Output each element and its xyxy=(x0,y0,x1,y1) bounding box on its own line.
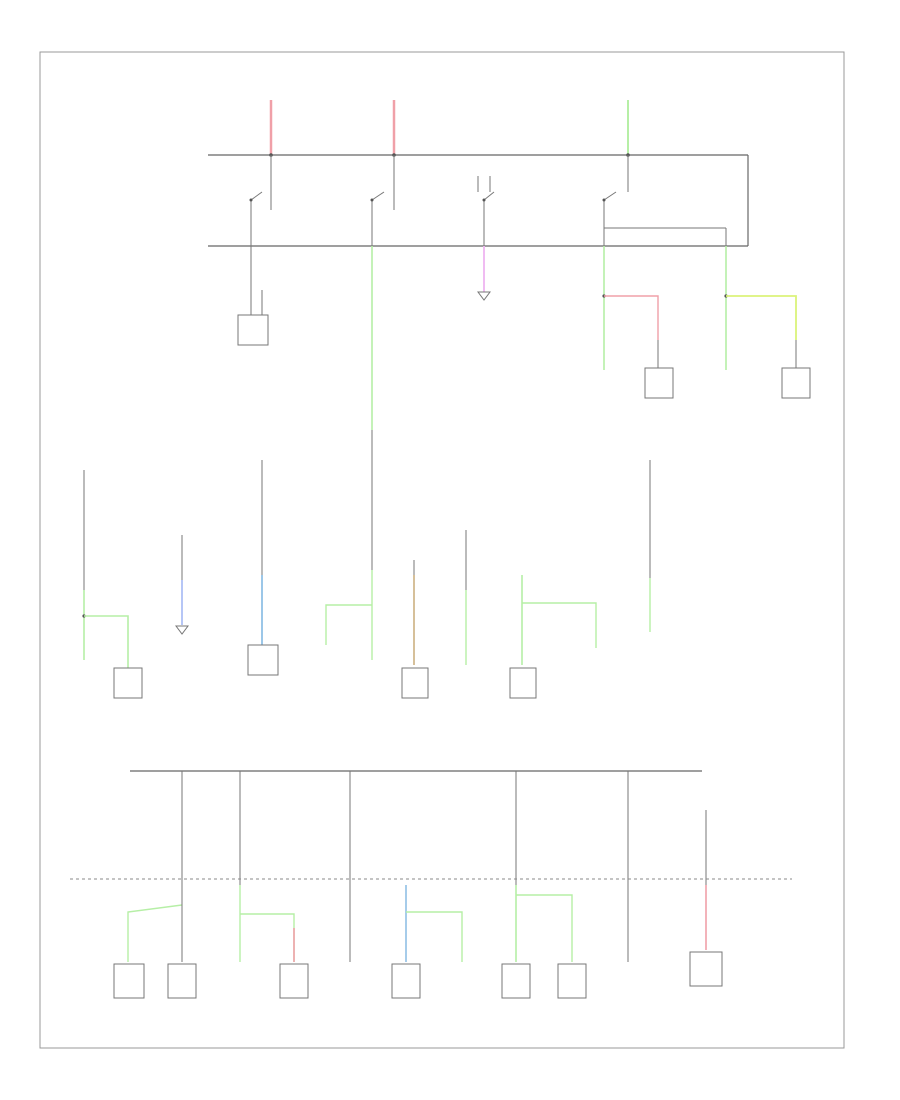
ignition-switch-bus xyxy=(208,153,749,247)
component-box xyxy=(781,367,811,399)
component-box xyxy=(247,644,279,676)
bottom-load-branches xyxy=(113,885,723,999)
component-box xyxy=(391,963,421,999)
middle-load-branches xyxy=(82,460,651,699)
lower-power-bus xyxy=(70,770,792,885)
component-box xyxy=(557,963,587,999)
component-box xyxy=(689,951,723,987)
ignition-switch-contacts xyxy=(249,155,727,246)
diagram-frame xyxy=(39,51,845,1049)
component-box xyxy=(167,963,197,999)
component-box xyxy=(509,667,537,699)
component-box xyxy=(644,367,674,399)
component-box xyxy=(401,667,429,699)
component-box xyxy=(113,667,143,699)
component-box xyxy=(113,963,145,999)
upper-load-branches xyxy=(237,246,811,570)
component-box xyxy=(279,963,309,999)
component-box xyxy=(237,314,269,346)
top-power-feeds xyxy=(269,100,629,155)
component-box xyxy=(501,963,531,999)
